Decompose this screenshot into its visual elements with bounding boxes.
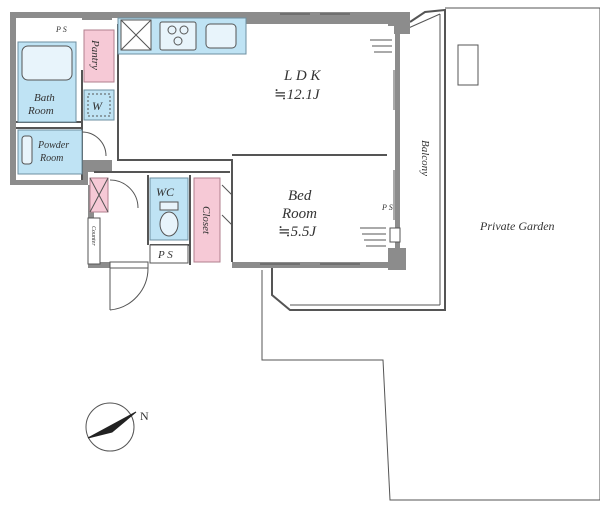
- window-marks: [260, 13, 395, 265]
- compass-arrow-icon: [87, 411, 137, 439]
- toilet-bowl-icon: [159, 211, 179, 237]
- bedroom-name-2: Room: [281, 206, 317, 222]
- entrance-door: [109, 267, 149, 311]
- bedroom-floor: [234, 158, 386, 260]
- washer-label: W: [92, 99, 103, 113]
- toilet-tank-icon: [159, 201, 179, 211]
- wall-segment-pantry: [82, 12, 112, 20]
- vanity-icon: [21, 135, 33, 165]
- wc-label: WC: [156, 185, 175, 199]
- ps-center-label: P S: [157, 249, 173, 261]
- garden-label: Private Garden: [479, 219, 555, 233]
- washer-icon: [87, 93, 111, 117]
- burner-icon: [167, 25, 177, 35]
- ldk-area: ≒12.1J: [274, 87, 321, 103]
- bedroom-area: ≒5.5J: [278, 224, 317, 240]
- ps-center-box: [149, 244, 189, 264]
- private-garden-outline: [261, 7, 600, 501]
- window-hatching: [360, 39, 392, 247]
- burner-icon: [173, 36, 183, 46]
- sink-icon: [205, 23, 237, 49]
- powder-room-label-2: Room: [39, 153, 63, 164]
- closet-label: Closet: [200, 206, 212, 235]
- entrance-step: [109, 261, 149, 269]
- burner-icon: [179, 25, 189, 35]
- garden-hedge: [457, 44, 479, 86]
- entrance-storage-x: [89, 177, 109, 213]
- ps-top-label: P S: [55, 25, 67, 34]
- bedroom-name-1: Bed: [288, 188, 312, 204]
- closet-door-swing: [221, 184, 233, 226]
- ldk-name: L D K: [283, 68, 321, 84]
- wall-column-left: [82, 160, 112, 172]
- ps-right-label: P S: [381, 203, 393, 212]
- closet-area: [193, 177, 221, 263]
- entry-counter: [87, 217, 101, 265]
- counter-label: Counter: [90, 226, 96, 246]
- powder-room-label-1: Powder: [37, 140, 69, 151]
- compass: N: [85, 402, 149, 452]
- door-swing-powder: [81, 131, 107, 157]
- bath-room-label-2: Room: [27, 105, 54, 117]
- fridge-x: [120, 19, 152, 51]
- compass-ring: [85, 402, 135, 452]
- balcony-label: Balcony: [419, 140, 431, 176]
- washer-space: [83, 89, 115, 121]
- bath-room-label-1: Bath: [34, 92, 55, 104]
- wall-column-bottom-right: [388, 248, 406, 270]
- pantry-label: Pantry: [89, 39, 101, 70]
- balcony-outline: [271, 8, 446, 311]
- stove-plate: [159, 21, 197, 51]
- door-swing-ldk: [109, 179, 139, 209]
- pantry-area: [83, 29, 115, 83]
- ps-right-box: [389, 227, 401, 243]
- bathtub-icon: [21, 45, 73, 81]
- compass-north-label: N: [140, 409, 149, 423]
